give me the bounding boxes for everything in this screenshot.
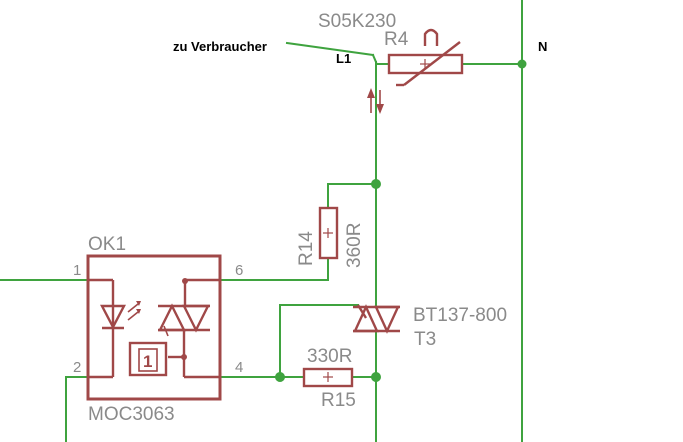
junction-r14-top bbox=[371, 179, 381, 189]
opto-pin-6-label: 6 bbox=[235, 262, 243, 279]
opto-triac-icon bbox=[158, 303, 186, 332]
opto-led-icon bbox=[100, 304, 126, 330]
opto-type-label: MOC3063 bbox=[88, 404, 175, 425]
current-direction-arrows-icon bbox=[367, 88, 384, 114]
triac-diode-left bbox=[353, 304, 379, 333]
opto-pin-2-label: 2 bbox=[73, 359, 81, 376]
triac-t3: BT137-800 T3 bbox=[353, 304, 507, 350]
opto-driver-symbol: 1 bbox=[143, 352, 152, 371]
resistor-r14: R14 360R bbox=[296, 206, 365, 268]
varistor-name-label: R4 bbox=[384, 29, 409, 50]
resistor-r15: 330R R15 bbox=[302, 346, 356, 411]
r14-value-label: 360R bbox=[344, 223, 365, 268]
opto-name-label: OK1 bbox=[88, 234, 126, 255]
junction-gate bbox=[275, 372, 285, 382]
opto-pin-1-label: 1 bbox=[73, 262, 81, 279]
triac-type-label: BT137-800 bbox=[413, 305, 507, 326]
junctions bbox=[275, 59, 527, 382]
opto-pin-4-label: 4 bbox=[235, 359, 243, 376]
net-label-load: zu Verbraucher bbox=[173, 39, 267, 54]
junction-r15 bbox=[371, 372, 381, 382]
triac-gate-lead bbox=[356, 304, 368, 319]
wire-l1-varistor bbox=[371, 53, 378, 64]
opto-body bbox=[86, 254, 222, 401]
varistor-type-label: S05K230 bbox=[318, 11, 396, 32]
net-label-l1: L1 bbox=[336, 51, 351, 66]
wire-load-in bbox=[285, 41, 375, 57]
junction-n bbox=[517, 59, 527, 69]
r15-name-label: R15 bbox=[321, 390, 356, 411]
varistor-slash bbox=[403, 41, 461, 86]
r15-value-label: 330R bbox=[307, 346, 352, 367]
varistor-arch-icon bbox=[423, 28, 439, 46]
varistor-body bbox=[387, 53, 464, 75]
varistor-r4: S05K230 R4 bbox=[318, 11, 464, 87]
r15-body bbox=[302, 367, 354, 388]
r14-body bbox=[318, 206, 339, 260]
opto-driver-box bbox=[128, 341, 168, 377]
net-labels: zu Verbraucher L1 N bbox=[173, 39, 547, 66]
wires bbox=[0, 0, 523, 442]
triac-name-label: T3 bbox=[414, 329, 436, 350]
r14-name-label: R14 bbox=[296, 231, 317, 266]
optocoupler-ok1: OK1 MOC3063 1 2 6 4 1 bbox=[73, 234, 243, 425]
triac-diode-right bbox=[374, 305, 400, 334]
net-label-n: N bbox=[538, 39, 547, 54]
